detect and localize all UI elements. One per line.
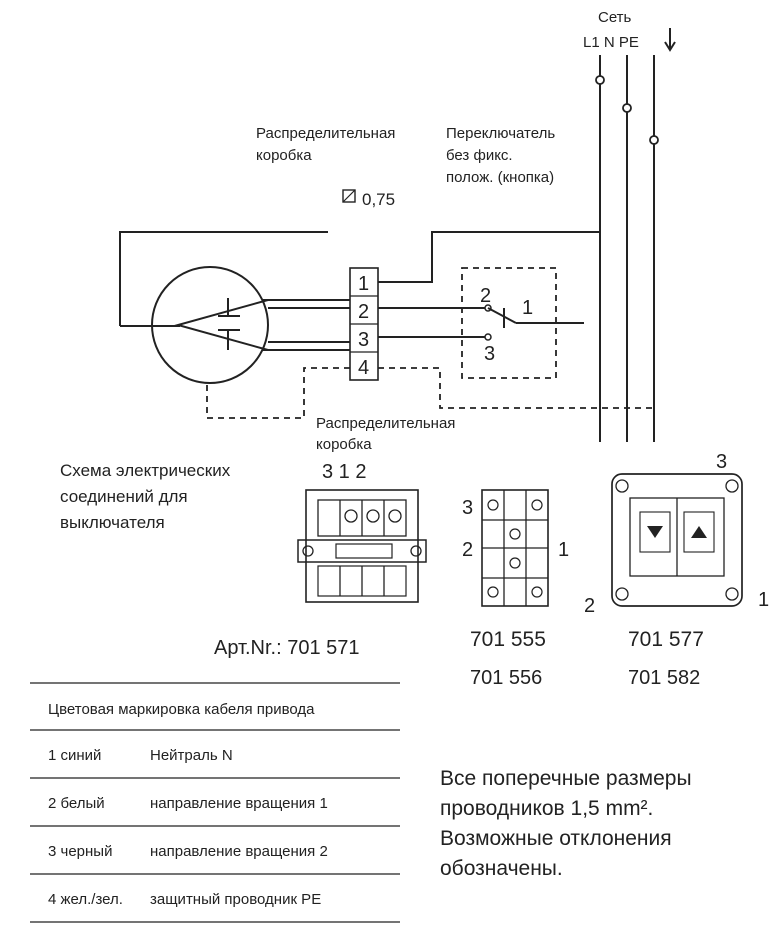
device2-label-1: 1 — [558, 539, 569, 561]
switch-label-line2: без фикс. — [446, 147, 513, 164]
row-meaning: направление вращения 2 — [150, 843, 328, 860]
device3-drawing — [611, 473, 743, 607]
device2-label-3: 3 — [462, 497, 473, 519]
junction-box-label-line1: Распределительная — [256, 125, 395, 142]
pushbutton-switch: 2 1 3 — [461, 267, 584, 379]
row-meaning: направление вращения 1 — [150, 795, 328, 812]
mains-conductor-pe — [649, 55, 659, 442]
switch-label-line1: Переключатель — [446, 125, 555, 142]
mains-label: Сеть — [598, 9, 632, 26]
note-line4: обозначены. — [440, 857, 563, 880]
mains-conductor-l1 — [595, 55, 605, 442]
device3-code-2: 701 582 — [628, 667, 700, 689]
scheme-caption-line2: соединений для — [60, 487, 188, 506]
table-row: 2 белый направление вращения 1 — [48, 795, 328, 812]
terminal-3: 3 — [358, 329, 369, 351]
table-row: 4 жел./зел. защитный проводник PE — [48, 891, 321, 908]
device1-terminal-labels: 3 1 2 — [322, 461, 366, 483]
switch-contact-2: 2 — [480, 285, 491, 307]
row-code: 1 синий — [48, 747, 101, 764]
row-code: 4 жел./зел. — [48, 891, 123, 908]
row-meaning: защитный проводник PE — [150, 891, 321, 908]
switch-label-line3: полож. (кнопка) — [446, 169, 554, 186]
up-triangle-icon — [691, 526, 707, 538]
row-code: 2 белый — [48, 795, 105, 812]
terminal-block: 1 2 3 4 — [349, 267, 379, 381]
cross-section-icon — [342, 189, 356, 203]
junction-box-label-line2: коробка — [256, 147, 312, 164]
wiring-conductors — [119, 231, 654, 419]
mains-conductor-n — [622, 55, 632, 442]
down-arrow-icon — [664, 28, 676, 52]
note-line3: Возможные отклонения — [440, 827, 672, 850]
color-table: Цветовая маркировка кабеля привода 1 син… — [30, 682, 400, 923]
table-row: 1 синий Нейтраль N — [48, 747, 233, 764]
device3-label-3: 3 — [716, 451, 727, 473]
scheme-caption-line1: Схема электрических — [60, 461, 231, 480]
switch-contact-1: 1 — [522, 297, 533, 319]
note-line2: проводников 1,5 mm². — [440, 797, 653, 820]
device2-code-1: 701 555 — [470, 628, 546, 651]
cross-section-value: 0,75 — [362, 190, 395, 209]
terminal-1: 1 — [358, 273, 369, 295]
device3-label-1: 1 — [758, 589, 769, 611]
down-triangle-icon — [647, 526, 663, 538]
terminal-2: 2 — [358, 301, 369, 323]
scheme-caption-line3: выключателя — [60, 513, 165, 532]
row-meaning: Нейтраль N — [150, 747, 233, 764]
device3-label-2: 2 — [584, 595, 595, 617]
color-table-heading: Цветовая маркировка кабеля привода — [48, 701, 315, 718]
device1-drawing — [297, 489, 427, 603]
device2-drawing — [481, 489, 549, 607]
device2-code-2: 701 556 — [470, 667, 542, 689]
mains-conductors: L1 N PE — [583, 34, 639, 51]
device1-article: Арт.Nr.: 701 571 — [214, 637, 360, 659]
switch-contact-3: 3 — [484, 343, 495, 365]
junction-box-bottom-line1: Распределительная — [316, 415, 455, 432]
junction-box-bottom-line2: коробка — [316, 436, 372, 453]
note-line1: Все поперечные размеры — [440, 767, 692, 790]
device2-label-2: 2 — [462, 539, 473, 561]
table-row: 3 черный направление вращения 2 — [48, 843, 328, 860]
device3-code-1: 701 577 — [628, 628, 704, 651]
row-code: 3 черный — [48, 843, 112, 860]
terminal-4: 4 — [358, 357, 369, 379]
